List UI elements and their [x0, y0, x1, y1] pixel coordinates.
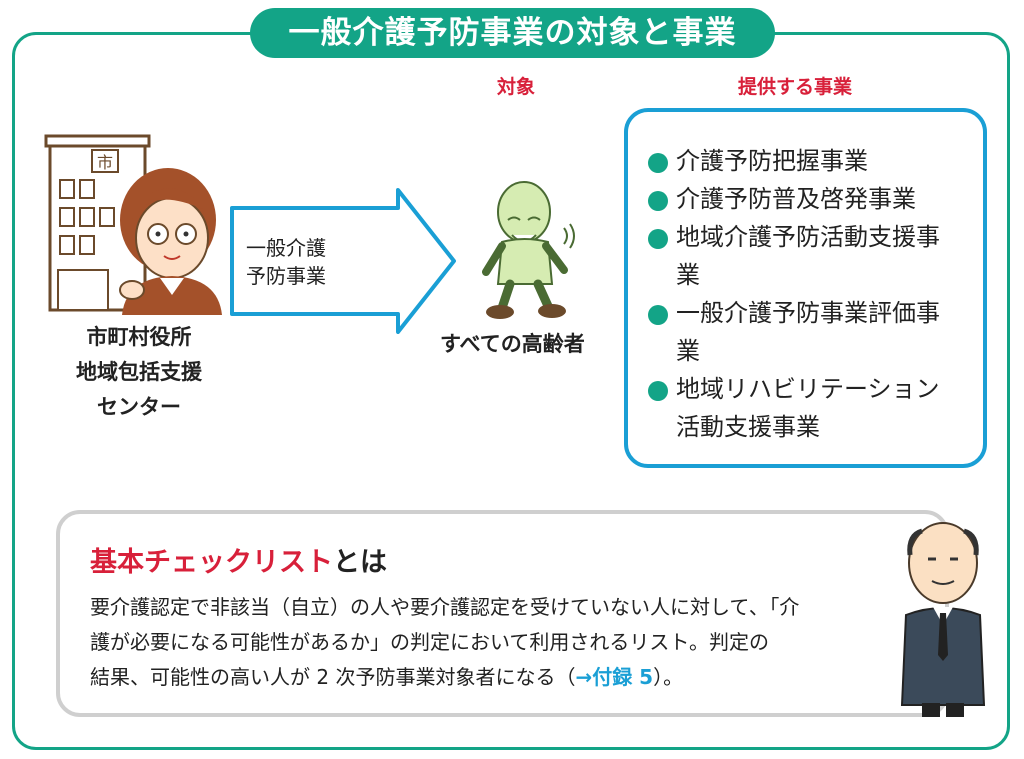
service-item: 一般介護予防事業評価事業: [648, 294, 983, 370]
bullet-dot-icon: [648, 305, 668, 325]
svg-text:市: 市: [97, 153, 113, 172]
service-item: 介護予防普及啓発事業: [648, 180, 983, 218]
appendix-link[interactable]: →付録 5: [575, 665, 654, 689]
flow-arrow: [230, 188, 456, 334]
provider-label: 市町村役所 地域包括支援 センター: [76, 325, 202, 419]
target-header: 対象: [497, 76, 536, 98]
bullet-dot-icon: [648, 191, 668, 211]
bullet-dot-icon: [648, 381, 668, 401]
checklist-title: 基本チェックリストとは: [90, 547, 387, 578]
arrow-label: 一般介護 予防事業: [246, 236, 326, 288]
elderly-man-walking-icon: [482, 181, 575, 319]
services-header: 提供する事業: [738, 76, 853, 98]
target-label: すべての高齢者: [440, 332, 585, 356]
services-box: 介護予防把握事業 介護予防普及啓発事業 地域介護予防活動支援事業 一般介護予防事…: [624, 108, 987, 468]
service-item: 介護予防把握事業: [648, 142, 983, 180]
service-item: 地域介護予防活動支援事業: [648, 218, 983, 294]
checklist-box: [56, 510, 949, 717]
bullet-dot-icon: [648, 153, 668, 173]
city-hall-building-icon: 市: [44, 134, 222, 315]
checklist-description: 要介護認定で非該当（自立）の人や要介護認定を受けていない人に対して､「介 護が必…: [90, 595, 800, 689]
service-item: 地域リハビリテーション活動支援事業: [648, 370, 983, 446]
businessman-icon: [900, 522, 986, 717]
bullet-dot-icon: [648, 229, 668, 249]
page-title: 一般介護予防事業の対象と事業: [250, 8, 775, 58]
